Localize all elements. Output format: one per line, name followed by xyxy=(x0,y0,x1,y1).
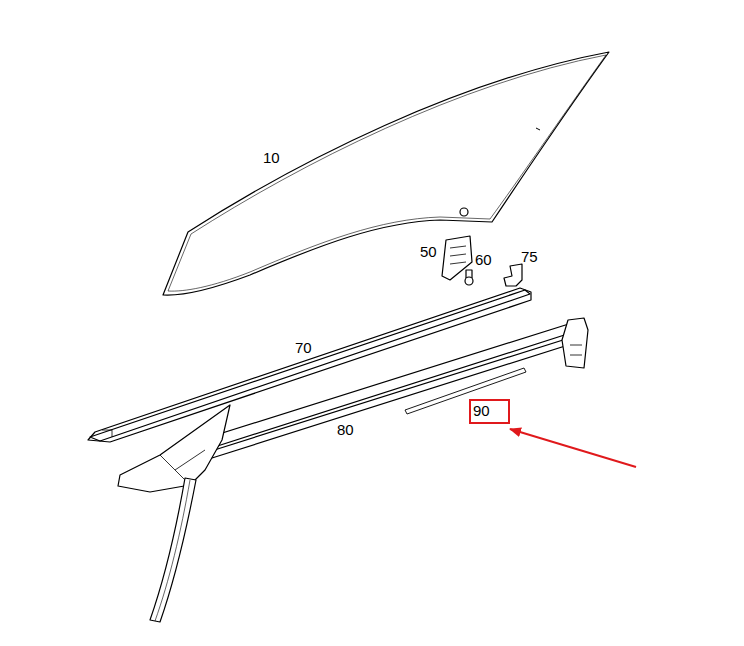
callout-number: 80 xyxy=(337,422,354,437)
highlight-box: 90 xyxy=(469,399,510,424)
callout-number: 90 xyxy=(473,403,490,418)
callout-number: 10 xyxy=(263,150,280,165)
callout-number: 60 xyxy=(475,252,492,267)
callout-number: 50 xyxy=(420,244,437,259)
callout-number: 70 xyxy=(295,340,312,355)
callout-number: 75 xyxy=(521,249,538,264)
